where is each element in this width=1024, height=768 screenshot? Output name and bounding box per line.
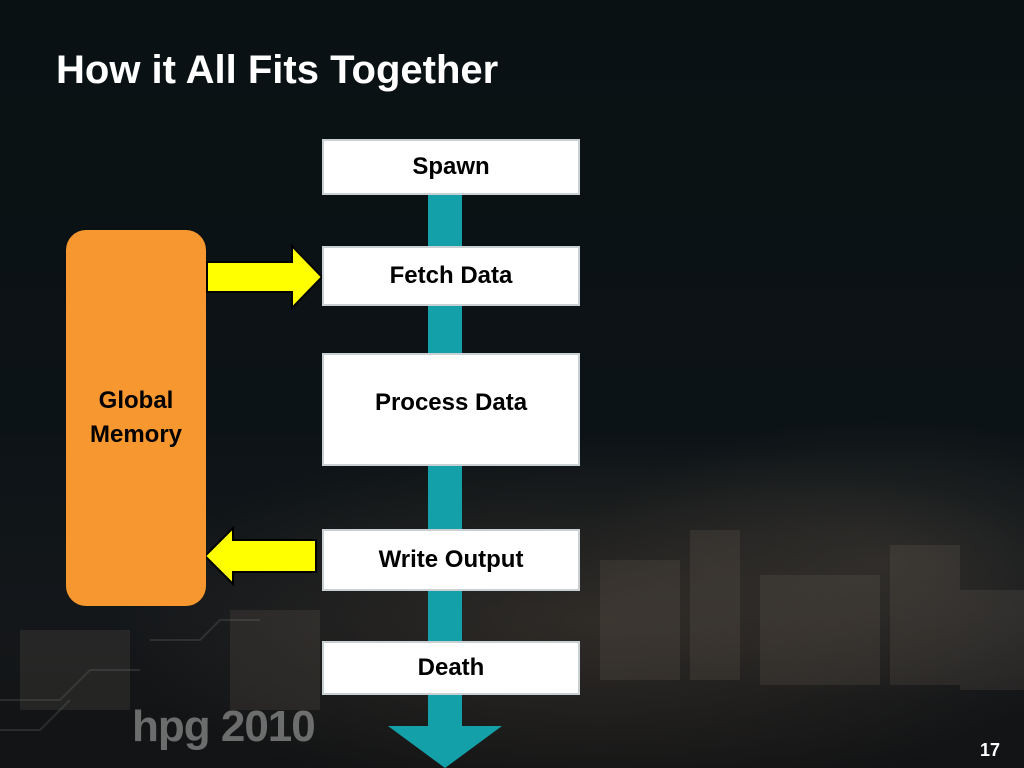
stage-fetch-data: Fetch Data (322, 246, 580, 306)
stage-fetch-data-label: Fetch Data (389, 262, 513, 289)
fetch-arrow (206, 243, 324, 311)
global-memory-box: Global Memory (66, 230, 206, 606)
stage-spawn-label: Spawn (412, 153, 490, 180)
write-arrow (203, 525, 317, 587)
stage-death: Death (322, 641, 580, 695)
global-memory-label-line2: Memory (89, 421, 183, 448)
stage-process-data-label: Process Data (374, 388, 528, 416)
slide-title: How it All Fits Together (56, 48, 499, 92)
stage-spawn: Spawn (322, 139, 580, 195)
page-number: 17 (979, 740, 1000, 760)
stage-write-output-label: Write Output (378, 546, 524, 573)
flow-arrow-head (388, 726, 502, 768)
conference-logo: hpg 2010 (132, 702, 316, 751)
global-memory-label: Global Memory (90, 384, 182, 451)
stage-process-data: Process Data (322, 353, 580, 466)
stage-write-output: Write Output (322, 529, 580, 591)
stage-death-label: Death (417, 654, 485, 681)
global-memory-label-line1: Global (98, 387, 174, 415)
